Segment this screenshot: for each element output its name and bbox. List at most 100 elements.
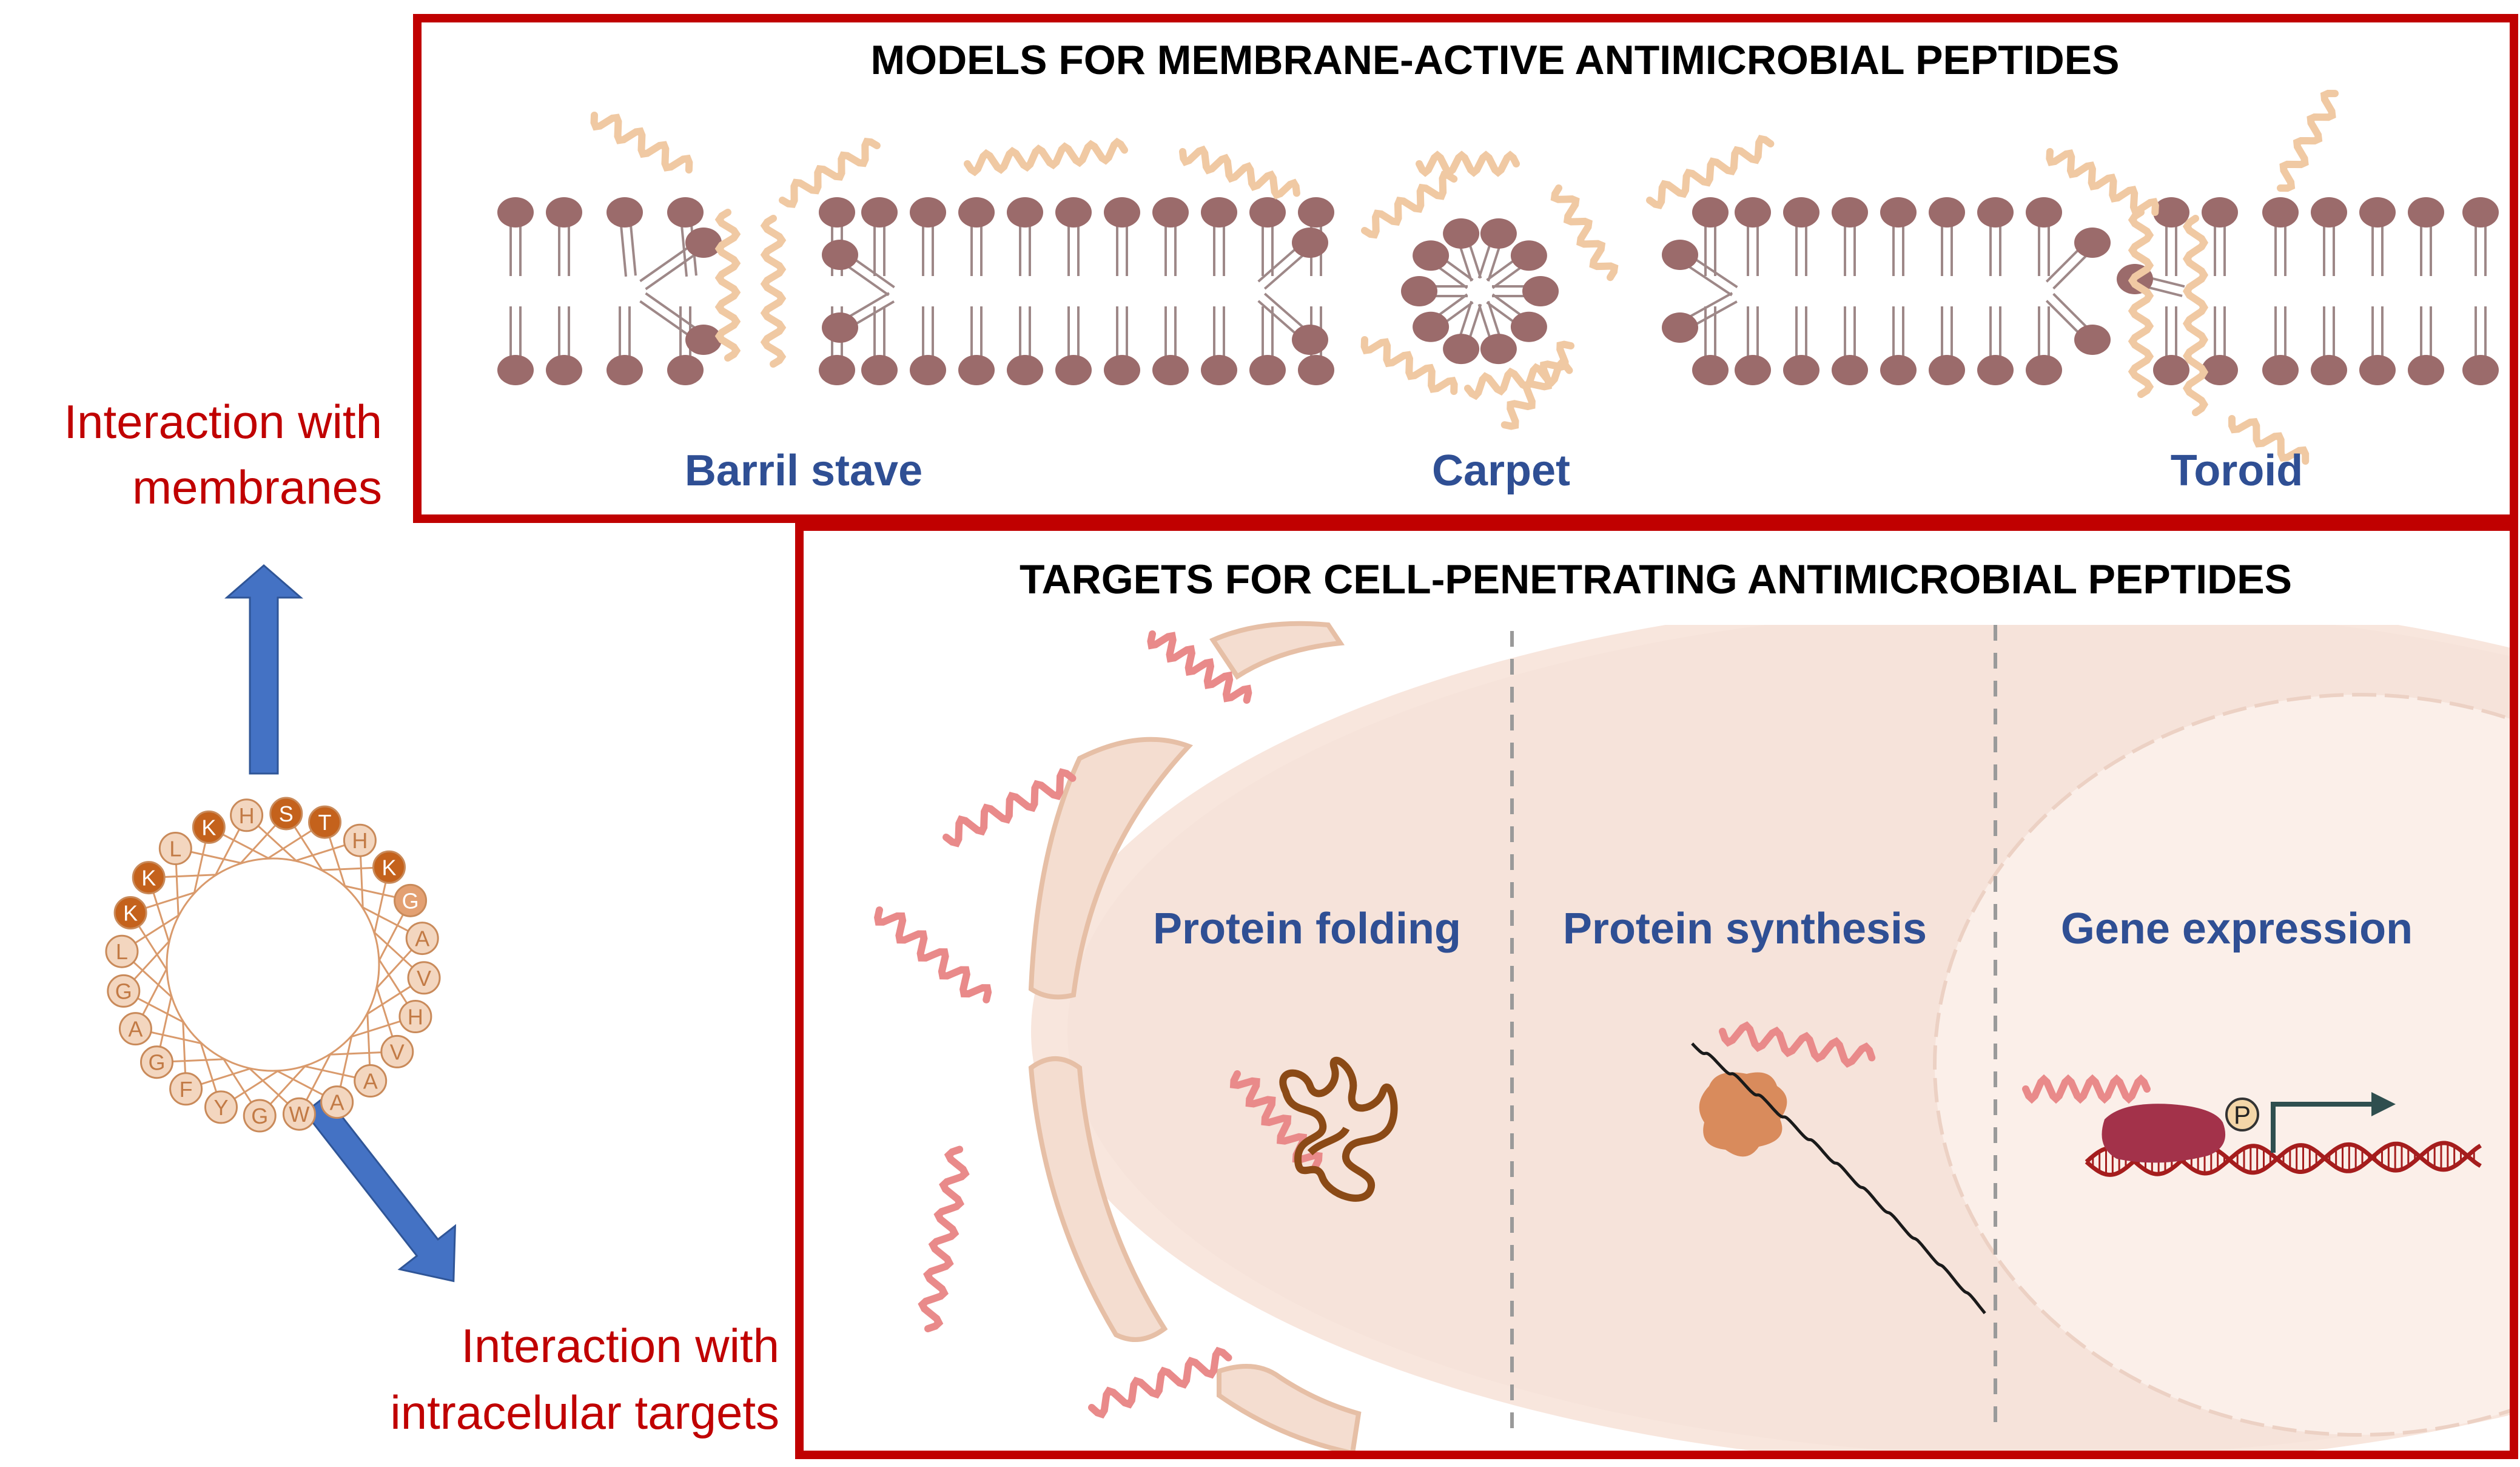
dna-strand (2085, 1141, 2482, 1176)
helical-wheel-residue-label: L (116, 939, 128, 964)
lipid-head (1783, 355, 1819, 385)
peptide-helix (590, 112, 693, 174)
helical-wheel-residue-label: A (330, 1090, 344, 1115)
peptide-helix (942, 768, 1077, 848)
lipid-head (1413, 311, 1450, 342)
lipid-head (1292, 228, 1328, 258)
lipid-head (1480, 334, 1517, 365)
lipid-head (2153, 355, 2189, 385)
lipid-head (606, 355, 643, 385)
helical-wheel-residue (204, 1090, 238, 1124)
helical-wheel-residue-label: A (128, 1017, 143, 1042)
lipid-head (1522, 276, 1559, 306)
peptide-helix (1416, 150, 1520, 177)
helical-wheel-residue-label: H (239, 803, 255, 828)
lipid-head (2202, 355, 2238, 385)
lipid-head (1152, 197, 1189, 228)
membrane-models-panel: MODELS FOR MEMBRANE-ACTIVE ANTIMICROBIAL… (413, 14, 2518, 523)
lipid-head (2026, 197, 2062, 228)
lipid-head (1201, 355, 1237, 385)
peptide-helix (2277, 90, 2339, 192)
lipid-head (1201, 197, 1237, 228)
lipid-head (546, 355, 582, 385)
lipid-head (1977, 197, 2014, 228)
lipid-head (1443, 334, 1480, 365)
lipid-head (1510, 240, 1547, 271)
lipid-head (958, 197, 995, 228)
transcription-arrow-head (2371, 1092, 2396, 1116)
helical-wheel-residue (380, 1034, 414, 1068)
lipid-head (1152, 355, 1189, 385)
lipid-head (497, 355, 534, 385)
helical-wheel-residue (282, 1097, 316, 1131)
lipid-head (910, 355, 946, 385)
helical-wheel-residue (354, 1064, 388, 1098)
helical-wheel-residue (308, 805, 342, 839)
promoter-icon (2225, 1098, 2259, 1131)
helical-wheel-residue (269, 797, 303, 831)
peptide-helix (1360, 336, 1458, 395)
peptide-helix (2046, 148, 2159, 216)
helical-wheel-residue-label: G (251, 1104, 268, 1128)
lipid-head (1298, 355, 1334, 385)
lipid-head (1783, 197, 1819, 228)
lipid-head (2153, 197, 2189, 228)
helical-wheel-residue (398, 1000, 432, 1034)
lipid-head (1832, 355, 1868, 385)
lipid-head (819, 355, 855, 385)
lipid-head (1104, 355, 1140, 385)
lipid-head (2462, 197, 2499, 228)
cell-wall-segment (1028, 737, 1194, 1000)
lipid-head (1662, 240, 1698, 270)
helical-wheel-residue-label: Y (213, 1095, 228, 1120)
lipid-head (2074, 325, 2111, 355)
lipid-head (1413, 240, 1450, 271)
helical-wheel-residue (394, 883, 428, 917)
lipid-head (1401, 276, 1437, 306)
cell-illustration: P (874, 621, 2514, 1455)
peptide-helix (2228, 415, 2310, 465)
lipid-head (2262, 355, 2299, 385)
lipid-head (1007, 355, 1043, 385)
lipid-head (1880, 197, 1917, 228)
peptide-helix (1550, 184, 1619, 282)
arrow-down-right-icon (303, 1094, 456, 1283)
peptide-helix (1088, 1346, 1232, 1419)
helical-wheel-residue (405, 922, 439, 956)
lipid-head (667, 197, 704, 228)
peptide-helix (714, 209, 741, 362)
helical-wheel-center (166, 857, 380, 1072)
lipid-head (1104, 197, 1140, 228)
helical-wheel-residue (118, 1012, 152, 1046)
helical-wheel-residue-label: A (415, 926, 429, 951)
helical-wheel-residue-label: W (289, 1102, 309, 1127)
label-intracellular-line1: Interaction with (461, 1319, 779, 1372)
helical-wheel-residue-label: V (390, 1039, 405, 1064)
peptide-helix (779, 138, 881, 208)
nucleus (1933, 693, 2514, 1437)
peptide-helix (760, 215, 787, 368)
lipid-head (1480, 218, 1517, 249)
helical-wheel-residue (320, 1085, 354, 1119)
peptide-helix (1179, 145, 1300, 200)
cell-targets-panel: P TARGETS FOR CELL-PENETRATING ANTIMICRO… (795, 522, 2518, 1459)
helical-wheel-residue (113, 895, 147, 929)
targets-panel-title: TARGETS FOR CELL-PENETRATING ANTIMICROBI… (1020, 556, 2292, 602)
lipid-head (2408, 197, 2444, 228)
cell-wall (1028, 621, 1362, 1455)
lipid-head (1249, 197, 1286, 228)
helical-wheel-residue-label: H (352, 828, 368, 853)
helical-wheel-residue-label: V (417, 966, 431, 991)
lipid-head (822, 312, 858, 343)
lipid-head (1832, 197, 1868, 228)
model-label-barrel-stave: Barril stave (685, 447, 922, 495)
lipid-head (1443, 218, 1480, 249)
helical-wheel-residue (230, 798, 264, 832)
folded-protein-icon (1279, 1056, 1398, 1202)
lipid-head (1055, 197, 1092, 228)
helical-wheel-residue-label: K (123, 900, 138, 925)
helical-wheel-residue-label: S (279, 801, 294, 826)
peptide-helix (2128, 209, 2154, 398)
membrane-panel-frame (413, 14, 2518, 523)
